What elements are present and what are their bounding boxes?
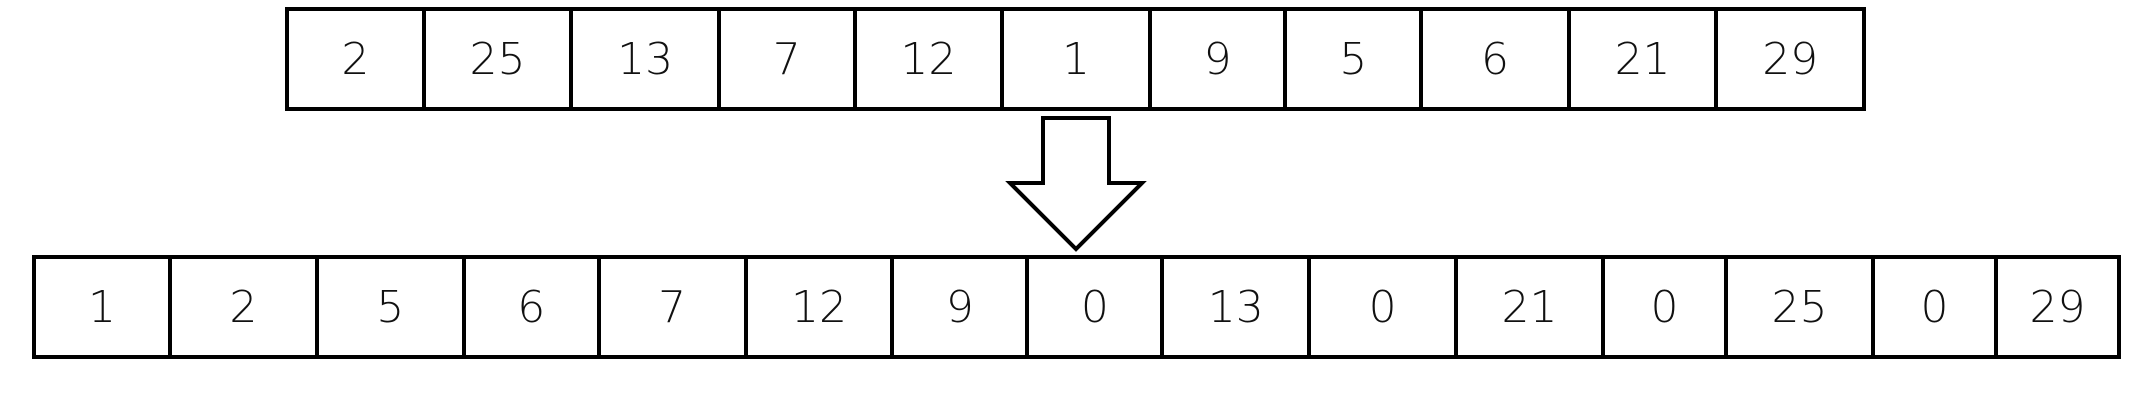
input-cell: 21 [1571,11,1719,107]
input-cell: 25 [426,11,574,107]
output-cell: 29 [1998,259,2122,355]
output-array: 1 2 5 6 7 12 9 0 13 0 21 0 25 0 29 [32,255,2122,359]
input-cell: 5 [1287,11,1424,107]
output-cell: 7 [601,259,748,355]
output-cell: 13 [1164,259,1312,355]
input-cell: 2 [289,11,426,107]
output-cell: 12 [748,259,895,355]
output-cell: 0 [1605,259,1729,355]
output-cell: 9 [894,259,1030,355]
down-arrow-icon [1005,116,1147,252]
output-cell: 25 [1728,259,1875,355]
output-cell: 6 [466,259,601,355]
output-cell: 0 [1029,259,1165,355]
input-cell: 12 [857,11,1005,107]
output-cell: 0 [1311,259,1459,355]
output-cell: 0 [1875,259,1998,355]
output-cell: 5 [319,259,466,355]
input-cell: 1 [1004,11,1152,107]
input-cell: 6 [1423,11,1571,107]
output-cell: 1 [36,259,172,355]
input-cell: 13 [573,11,721,107]
input-array: 2 25 13 7 12 1 9 5 6 21 29 [285,7,1866,111]
input-cell: 7 [721,11,857,107]
input-cell: 29 [1718,11,1866,107]
input-cell: 9 [1152,11,1288,107]
output-cell: 21 [1458,259,1605,355]
output-cell: 2 [172,259,319,355]
